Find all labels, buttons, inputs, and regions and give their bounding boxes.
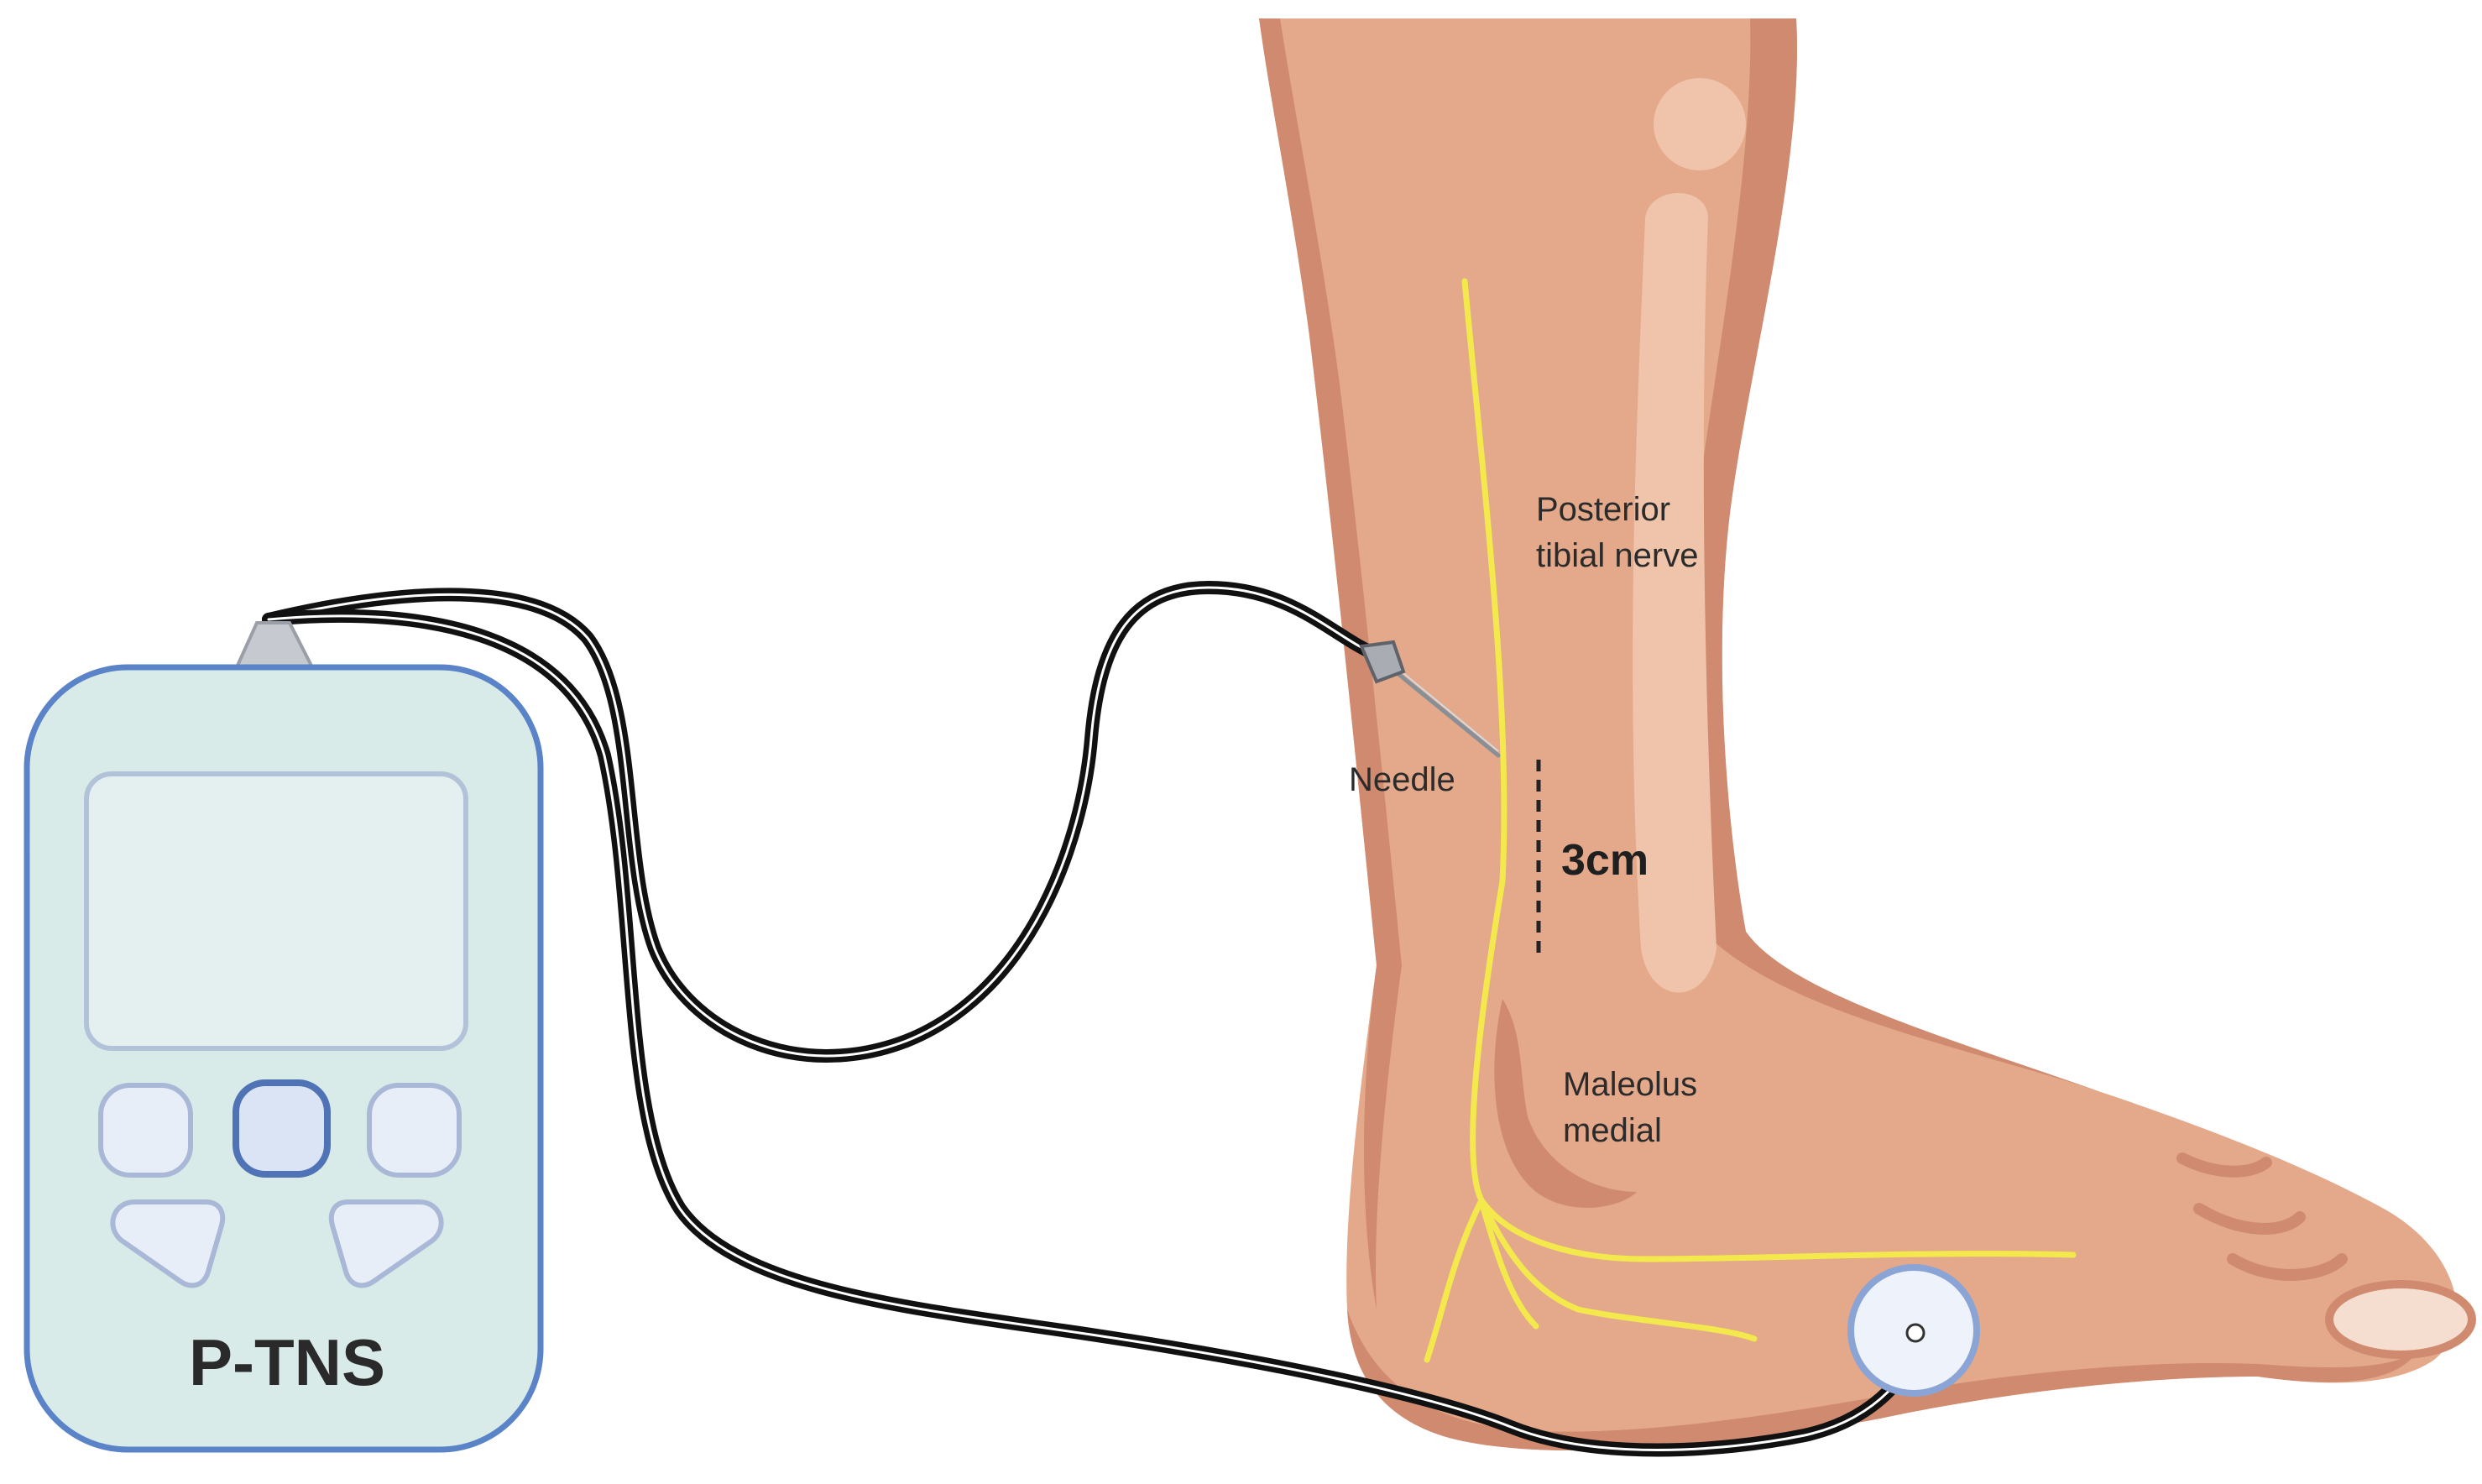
malleolus-label-line1: Maleolus xyxy=(1563,1066,1697,1103)
device-button-left xyxy=(98,1083,193,1178)
device-arrow-left xyxy=(110,1199,226,1288)
needle-electrode-icon xyxy=(1359,640,1501,758)
malleolus-bump xyxy=(1494,999,1637,1208)
toe-crease-1 xyxy=(2176,1152,2272,1178)
toe-crease-2 xyxy=(2193,1203,2306,1235)
nerve-main xyxy=(1424,278,1507,1363)
leg-shadow-back xyxy=(1686,18,2098,1091)
leg-foot-illustration xyxy=(1259,18,2476,1451)
device-screen xyxy=(84,771,468,1051)
nerve-label-line1: Posterior xyxy=(1536,491,1670,528)
cable-pad-core xyxy=(267,614,1924,1451)
nerve-branch-mid xyxy=(1484,1210,1758,1342)
shin-highlight xyxy=(1633,193,1716,993)
posterior-tibial-nerve xyxy=(1424,278,2077,1363)
sole-shadow xyxy=(1347,1309,2417,1451)
device-label: P-TNS xyxy=(189,1325,385,1399)
pad-center xyxy=(1905,1323,1926,1343)
needle-hub xyxy=(1359,640,1406,684)
device-button-center xyxy=(233,1079,331,1178)
nerve-branch-short xyxy=(1478,1199,1539,1330)
cables xyxy=(262,580,1929,1457)
needle-label: Needle xyxy=(1349,761,1455,798)
toe-crease-3 xyxy=(2227,1253,2348,1281)
stimulator-device-icon xyxy=(24,621,544,1453)
device-arrow-right xyxy=(328,1199,444,1288)
malleolus-label-line2: medial xyxy=(1563,1112,1662,1149)
nerve-branch-long xyxy=(1478,1197,2077,1262)
device-connector xyxy=(233,621,316,669)
needle-shaft-highlight xyxy=(1388,661,1499,752)
distance-label: 3cm xyxy=(1561,836,1649,885)
toenail xyxy=(2325,1280,2476,1359)
needle-shaft xyxy=(1382,661,1501,758)
calf-highlight-top xyxy=(1654,78,1746,170)
device-button-right xyxy=(367,1083,462,1178)
cable-needle-core xyxy=(267,586,1378,1058)
surface-electrode-icon xyxy=(1847,1264,1980,1397)
leg-skin xyxy=(1259,18,2457,1451)
nerve-label-line2: tibial nerve xyxy=(1536,537,1698,574)
